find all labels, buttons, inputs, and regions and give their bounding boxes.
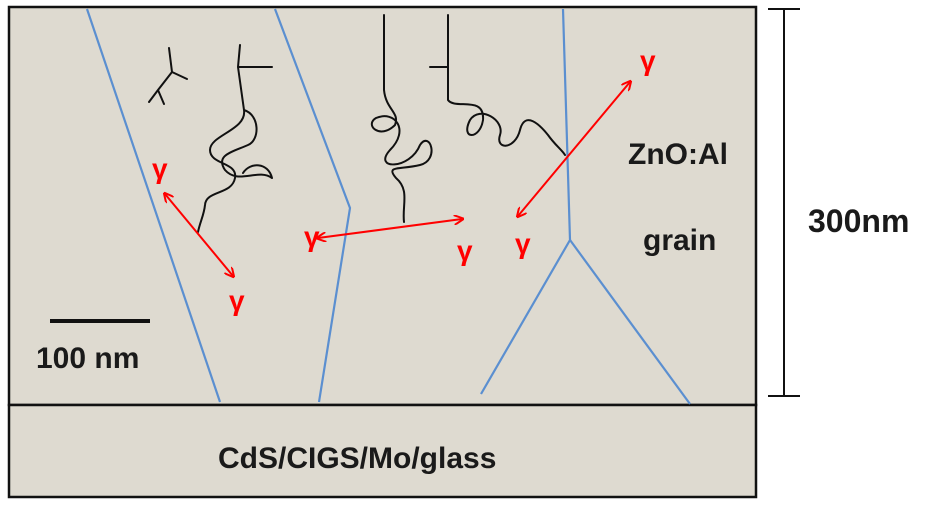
substrate-label: CdS/CIGS/Mo/glass	[218, 442, 496, 475]
substrate-layer	[7, 403, 758, 499]
grain-boundary-4	[569, 239, 691, 405]
film-material-label: ZnO:Al	[628, 138, 728, 171]
photon-arrow-left	[165, 194, 233, 276]
photon-labels: γ γ γ γ γ γ	[152, 45, 656, 316]
gamma-label: γ	[152, 153, 168, 184]
thickness-bracket	[768, 8, 800, 397]
gamma-label: γ	[304, 221, 320, 252]
gamma-label: γ	[229, 285, 245, 316]
photon-arrows	[165, 82, 630, 276]
carrier-path-left	[148, 44, 273, 233]
gamma-label: γ	[457, 235, 473, 266]
gamma-label: γ	[640, 45, 656, 76]
grain-boundary-1	[85, 8, 222, 403]
photon-arrow-center	[318, 219, 462, 238]
carrier-path-center	[370, 14, 433, 223]
photon-arrow-right	[518, 82, 630, 216]
scale-bar-label: 100 nm	[36, 342, 139, 375]
carrier-paths	[148, 14, 566, 233]
film-grain-label: grain	[643, 224, 716, 257]
grain-boundary-2	[273, 8, 352, 403]
gamma-label: γ	[515, 228, 531, 259]
thickness-label: 300nm	[808, 203, 909, 239]
